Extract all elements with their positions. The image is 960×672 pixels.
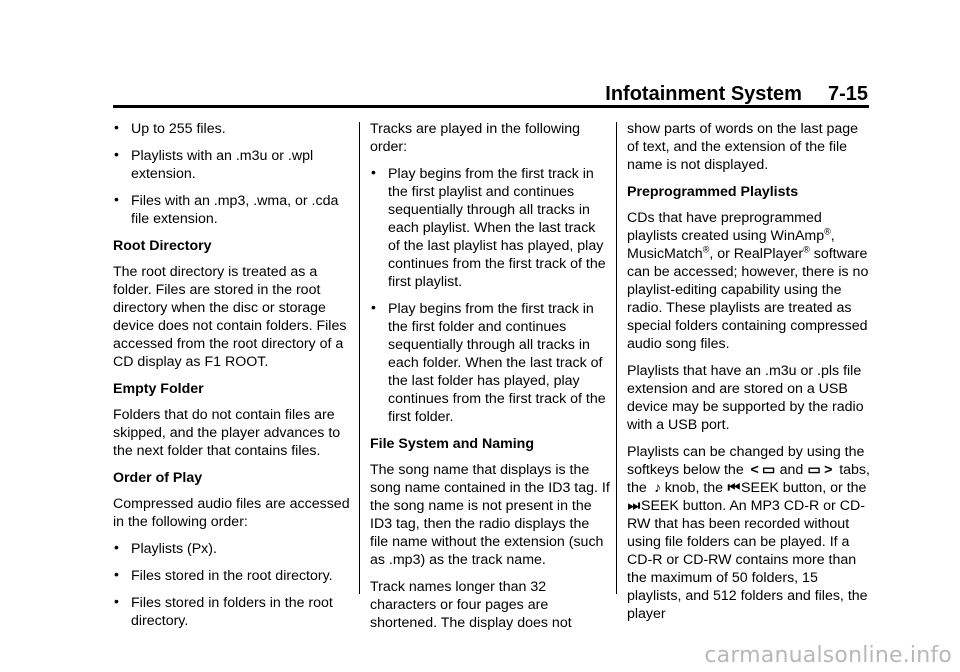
list-item: •Files stored in the root directory. (114, 566, 333, 584)
paragraph: The root directory is treated as a folde… (113, 264, 347, 370)
paragraph: Track names longer than 32 characters or… (370, 579, 572, 631)
heading-root-directory: Root Directory (113, 238, 212, 254)
paragraph: The song name that displays is the song … (370, 462, 610, 568)
list-item: •Playlists with an .m3u or .wpl extensio… (114, 146, 314, 182)
list-item: •Play begins from the first track in the… (371, 164, 606, 290)
heading-empty-folder: Empty Folder (113, 381, 204, 397)
folder-icon: ▭ (807, 462, 821, 478)
column-1: •Up to 255 files. •Playlists with an .m3… (113, 119, 353, 639)
paragraph: CDs that have preprogrammed playlists cr… (627, 210, 869, 352)
header-rule (113, 105, 869, 108)
list-item: •Files stored in folders in the root dir… (114, 593, 333, 629)
list-item: •Up to 255 files. (114, 119, 226, 137)
seek-forward-icon: ⏭ (627, 498, 641, 514)
heading-file-system: File System and Naming (370, 436, 534, 452)
paragraph: Playlists that have an .m3u or .pls file… (627, 363, 864, 433)
paragraph: Compressed audio files are accessed in t… (113, 496, 350, 530)
list-item: •Files with an .mp3, .wma, or .cda file … (114, 191, 339, 227)
folder-icon: ▭ (761, 462, 776, 478)
column-2: Tracks are played in the following order… (370, 120, 610, 641)
heading-order-of-play: Order of Play (113, 470, 203, 486)
heading-preprogrammed-playlists: Preprogrammed Playlists (627, 184, 799, 200)
paragraph: Folders that do not contain files are sk… (113, 407, 341, 459)
paragraph: Playlists can be changed by using the so… (627, 444, 870, 622)
paragraph: Tracks are played in the following order… (370, 121, 581, 155)
list-item: •Play begins from the first track in the… (371, 299, 606, 425)
list-item: •Playlists (Px). (114, 539, 217, 557)
left-arrow-icon: < (750, 462, 759, 478)
column-divider (616, 122, 617, 594)
page-number: 7-15 (827, 83, 868, 105)
right-arrow-icon: > (824, 462, 833, 478)
track-order-list: •Play begins from the first track in the… (370, 164, 610, 426)
paragraph: show parts of words on the last page of … (627, 121, 859, 173)
column-divider (359, 122, 360, 594)
watermark: carmanualsonline.info (704, 643, 952, 668)
seek-back-icon: ⏮ (727, 480, 741, 496)
column-3: show parts of words on the last page of … (627, 120, 872, 632)
supported-list: •Up to 255 files. •Playlists with an .m3… (113, 119, 353, 228)
page-header: Infotainment System 7-15 (560, 82, 868, 106)
section-title: Infotainment System (605, 83, 802, 105)
tune-knob-icon: ♪ (654, 480, 662, 496)
order-list: •Playlists (Px). •Files stored in the ro… (113, 539, 353, 630)
